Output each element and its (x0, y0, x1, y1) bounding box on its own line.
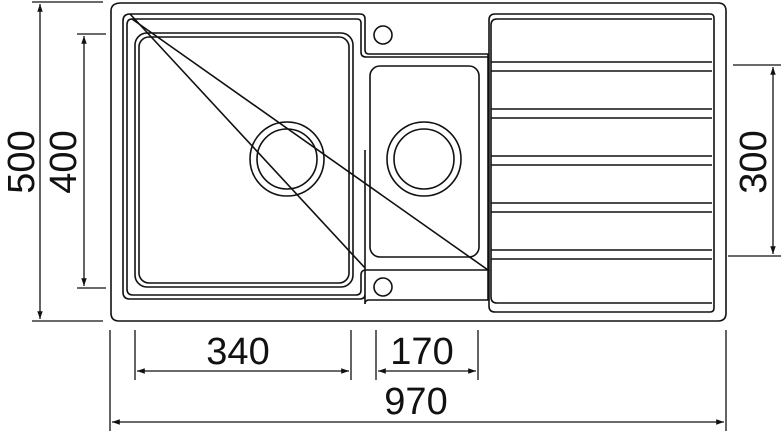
tap-hole-bottom (373, 277, 393, 297)
main-bowl-basin-inner (138, 36, 350, 284)
label-small-bowl-width: 170 (390, 331, 453, 373)
dimension-small-bowl-width (375, 330, 479, 380)
dimension-overall-depth (32, 1, 103, 322)
drainer-inner-edge (490, 18, 712, 304)
main-bowl-drain-inner (256, 128, 318, 190)
label-main-bowl-width: 340 (206, 331, 269, 373)
main-bowl-rim-inner (126, 18, 491, 296)
drainer-grooves (491, 61, 712, 260)
small-bowl-drain-outer (386, 121, 462, 197)
drainer-outer (488, 13, 715, 313)
dimension-overall-width (109, 330, 727, 431)
label-drainer-depth: 300 (733, 130, 775, 193)
main-bowl-rim-outer (122, 13, 489, 305)
main-bowl-basin-outer (134, 32, 354, 288)
label-overall-depth: 500 (1, 130, 43, 193)
small-bowl-basin (369, 65, 480, 258)
main-bowl-drain-outer (249, 121, 325, 197)
dimension-bowl-depth (77, 33, 106, 289)
tap-hole-top (373, 25, 393, 45)
small-bowl-drain-inner (393, 128, 455, 190)
label-overall-width: 970 (384, 381, 447, 423)
label-bowl-depth: 400 (43, 130, 85, 193)
dimension-drainer-depth (728, 64, 781, 257)
sink-outer-edge (110, 2, 727, 322)
dimension-main-bowl-width (134, 330, 352, 380)
